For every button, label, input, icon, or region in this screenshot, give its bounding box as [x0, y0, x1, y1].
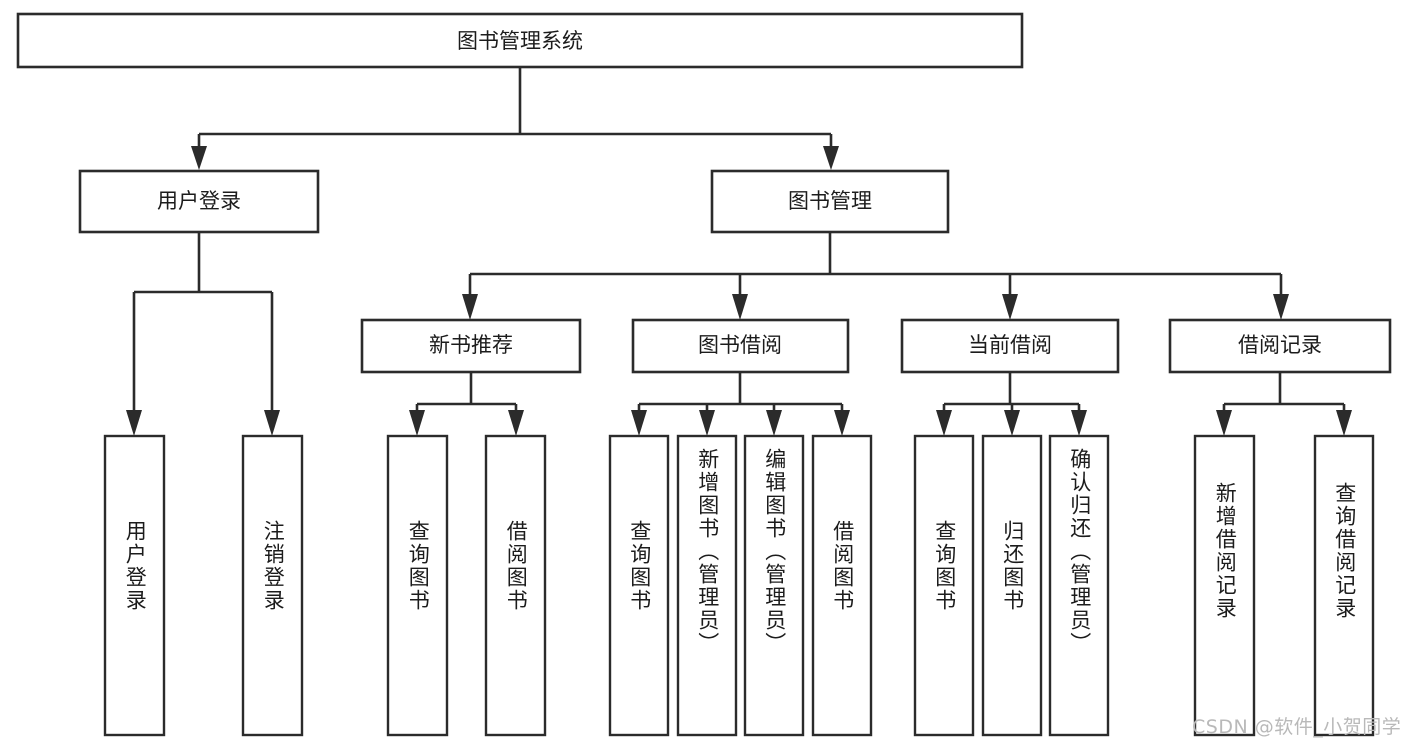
leaf-label-wrap-confirm-return: 确认归还（管理员） [1050, 436, 1108, 735]
leaf-label-borrow-book-2: 借阅图书 [830, 520, 855, 612]
book-borrow-node-label: 图书借阅 [698, 333, 782, 357]
leaf-label-query-book-1: 查询图书 [406, 520, 431, 612]
book-management-node-label: 图书管理 [788, 189, 872, 213]
connector-book-borrow-to-leaves [631, 372, 850, 436]
arrow-head-leaf-query-book-1 [409, 410, 425, 436]
leaf-box-confirm-return[interactable] [1048, 434, 1110, 737]
connector-user-login-to-leaves [126, 232, 280, 436]
connector-new-book-to-leaves [409, 372, 524, 436]
arrow-head-leaf-query-book-2 [631, 410, 647, 436]
node-user-login[interactable]: 用户登录 [78, 169, 320, 234]
leaf-label-wrap-borrow-book-2: 借阅图书 [813, 436, 871, 735]
leaf-box-add-book[interactable] [676, 434, 738, 737]
leaf-label-borrow-book-1: 借阅图书 [504, 520, 529, 612]
arrow-head-leaf-query-record [1336, 410, 1352, 436]
arrow-head-leaf-add-record [1216, 410, 1232, 436]
root-node-box[interactable] [16, 12, 1024, 69]
leaf-label-return-book: 归还图书 [1000, 520, 1025, 612]
root-node-label: 图书管理系统 [457, 29, 583, 53]
csdn-watermark: CSDN @软件_小贺同学 [1192, 716, 1402, 738]
leaf-label-confirm-return: 确认归还（管理员） [1067, 448, 1092, 655]
arrow-head-user-login [191, 146, 207, 170]
leaf-box-logout[interactable] [241, 434, 304, 737]
leaf-label-wrap-query-book-2: 查询图书 [610, 436, 668, 735]
leaf-box-add-record[interactable] [1193, 434, 1256, 737]
leaf-box-user-login[interactable] [103, 434, 166, 737]
leaf-label-query-book-2: 查询图书 [627, 520, 652, 612]
leaf-box-query-book-2[interactable] [608, 434, 670, 737]
arrow-head-leaf-logout [264, 410, 280, 436]
book-borrow-node-box[interactable] [631, 318, 850, 374]
arrow-head-leaf-add-book [699, 410, 715, 436]
user-login-node-label: 用户登录 [157, 189, 241, 213]
leaf-box-borrow-book-2[interactable] [811, 434, 873, 737]
leaf-label-user-login: 用户登录 [123, 520, 148, 612]
leaf-label-wrap-return-book: 归还图书 [983, 436, 1041, 735]
arrow-head-leaf-return-book [1004, 410, 1020, 436]
connector-current-borrow-to-leaves [936, 372, 1087, 436]
current-borrow-node-label: 当前借阅 [968, 333, 1052, 357]
connector-root-to-level2 [191, 67, 839, 170]
leaf-box-query-book-1[interactable] [386, 434, 449, 737]
current-borrow-node-box[interactable] [900, 318, 1120, 374]
leaf-label-wrap-logout: 注销登录 [243, 436, 302, 735]
arrow-head-leaf-user-login [126, 410, 142, 436]
node-book-borrow[interactable]: 图书借阅 [631, 318, 850, 374]
leaf-label-wrap-query-book-3: 查询图书 [915, 436, 973, 735]
arrow-head-borrow-record [1273, 294, 1289, 320]
leaf-label-wrap-borrow-book-1: 借阅图书 [486, 436, 545, 735]
arrow-head-new-book-recommend [462, 294, 478, 320]
arrow-head-leaf-query-book-3 [936, 410, 952, 436]
leaf-label-wrap-add-record: 新增借阅记录 [1195, 436, 1254, 735]
node-root[interactable]: 图书管理系统 [16, 12, 1024, 69]
leaf-box-borrow-book-1[interactable] [484, 434, 547, 737]
leaf-label-wrap-user-login: 用户登录 [105, 436, 164, 735]
leaf-label-query-record: 查询借阅记录 [1332, 482, 1357, 620]
arrow-head-leaf-borrow-book-1 [508, 410, 524, 436]
node-current-borrow[interactable]: 当前借阅 [900, 318, 1120, 374]
leaf-box-return-book[interactable] [981, 434, 1043, 737]
leaf-label-wrap-query-book-1: 查询图书 [388, 436, 447, 735]
node-book-management[interactable]: 图书管理 [710, 169, 950, 234]
leaf-label-logout: 注销登录 [261, 520, 286, 612]
arrow-head-leaf-confirm-return [1071, 410, 1087, 436]
node-borrow-record[interactable]: 借阅记录 [1168, 318, 1392, 374]
leaf-label-wrap-edit-book: 编辑图书（管理员） [745, 436, 803, 735]
leaf-label-query-book-3: 查询图书 [932, 520, 957, 612]
connector-borrow-record-to-leaves [1216, 372, 1352, 436]
new-book-recommend-node-label: 新书推荐 [429, 333, 513, 357]
leaf-box-query-book-3[interactable] [913, 434, 975, 737]
arrow-head-leaf-edit-book [766, 410, 782, 436]
arrow-head-book-borrow [732, 294, 748, 320]
leaf-label-wrap-add-book: 新增图书（管理员） [678, 436, 736, 735]
leaf-label-add-book: 新增图书（管理员） [695, 448, 720, 655]
leaf-box-edit-book[interactable] [743, 434, 805, 737]
arrow-head-book-mgmt [823, 146, 839, 170]
arrow-head-leaf-borrow-book-2 [834, 410, 850, 436]
connector-book-mgmt-to-level3 [462, 232, 1289, 320]
leaf-label-edit-book: 编辑图书（管理员） [762, 448, 787, 655]
arrow-head-current-borrow [1002, 294, 1018, 320]
node-new-book-recommend[interactable]: 新书推荐 [360, 318, 582, 374]
leaf-label-add-record: 新增借阅记录 [1213, 482, 1238, 620]
new-book-recommend-node-box[interactable] [360, 318, 582, 374]
leaf-box-query-record[interactable] [1313, 434, 1375, 737]
leaf-label-wrap-query-record: 查询借阅记录 [1315, 436, 1373, 735]
borrow-record-node-label: 借阅记录 [1238, 333, 1322, 357]
